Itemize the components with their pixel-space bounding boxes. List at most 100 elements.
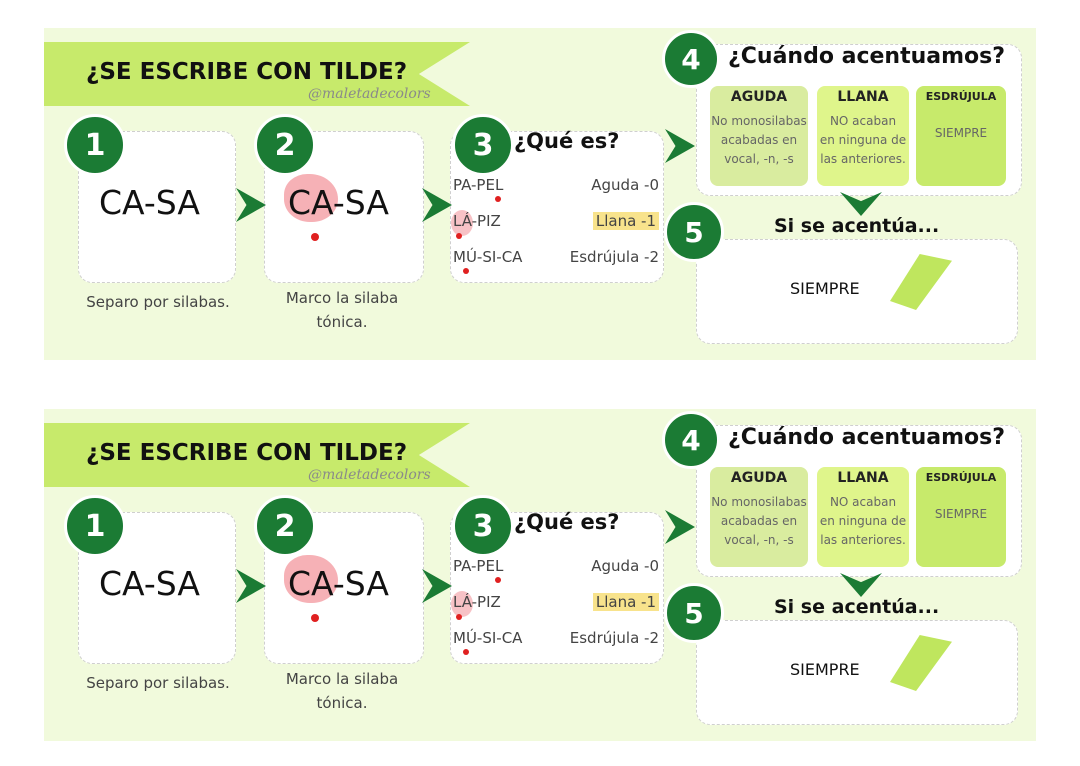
rule-line: en ninguna de <box>819 514 907 528</box>
rule-line: acabadas en <box>720 514 798 528</box>
rule-line: No monosilabas <box>711 495 807 509</box>
step-number-badge: 2 <box>254 114 316 176</box>
rule-line: en ninguna de <box>819 133 907 147</box>
step-number-badge: 5 <box>664 583 724 643</box>
infographic-panel: ¿SE ESCRIBE CON TILDE? @maletadecolors C… <box>44 409 1036 741</box>
step-5-card <box>696 239 1018 344</box>
step-number-badge: 3 <box>452 114 514 176</box>
step-2-caption-line2: tónica. <box>316 313 368 331</box>
stressed-syllable-word: CA-SA <box>288 564 389 603</box>
step-1-caption-line: Separo por silabas. <box>86 674 230 692</box>
stress-dot <box>463 649 469 655</box>
step-number-badge: 4 <box>662 30 720 88</box>
step-1-caption: Separo por silabas. <box>68 290 248 314</box>
highlight-blob <box>284 555 338 603</box>
stressed-syllable-word: CA-SA <box>288 183 389 222</box>
stress-dot <box>495 577 501 583</box>
example-word: LÁ-PIZ <box>453 593 501 611</box>
rule-column-aguda: AGUDA No monosilabas acabadas en vocal, -n… <box>710 467 808 567</box>
rule-header: LLANA <box>837 89 889 105</box>
rule-text: No monosilabas acabadas en vocal, -n, -s <box>710 112 808 169</box>
highlight-blob-small <box>451 210 473 236</box>
rule-line: NO acaban <box>829 495 897 509</box>
step-number-badge: 5 <box>664 202 724 262</box>
syllable-word: CA-SA <box>99 183 200 222</box>
rule-column-esdrujula: ESDRÚJULA SIEMPRE <box>916 86 1006 186</box>
rule-line: las anteriores. <box>820 533 906 547</box>
title-banner <box>44 423 470 487</box>
infographic-panel: ¿SE ESCRIBE CON TILDE? @maletadecolors C… <box>44 28 1036 360</box>
rule-line: vocal, -n, -s <box>724 152 794 166</box>
rule-text: NO acaban en ninguna de las anteriores. <box>817 493 909 550</box>
step-4-question: ¿Cuándo acentuamos? <box>728 425 1005 450</box>
title-banner <box>44 42 470 106</box>
rule-text: SIEMPRE <box>916 505 1006 524</box>
right-arrow-icon <box>665 510 695 544</box>
rule-line: No monosilabas <box>711 114 807 128</box>
right-arrow-icon <box>422 569 452 603</box>
example-word: PA-PEL <box>453 557 504 575</box>
step-5-question: Si se acentúa... <box>774 215 940 237</box>
stress-dot <box>456 614 462 620</box>
step-number-badge: 1 <box>64 114 126 176</box>
step-number-badge: 2 <box>254 495 316 557</box>
word-type: Esdrújula -2 <box>569 248 659 266</box>
step-5-answer: SIEMPRE <box>790 279 860 298</box>
step-2-caption: Marco la silaba tónica. <box>258 667 426 715</box>
step-3-question: ¿Qué es? <box>514 129 620 153</box>
step-number-badge: 1 <box>64 495 126 557</box>
highlight-blob-small <box>451 591 473 617</box>
example-word: MÚ-SI-CA <box>453 629 523 647</box>
word-type-highlighted: Llana -1 <box>592 593 659 611</box>
right-arrow-icon <box>422 188 452 222</box>
rule-line: acabadas en <box>720 133 798 147</box>
rule-line: SIEMPRE <box>934 126 988 140</box>
step-2-caption-line1: Marco la silaba <box>285 670 399 688</box>
rule-column-esdrujula: ESDRÚJULA SIEMPRE <box>916 467 1006 567</box>
rule-column-llana: LLANA NO acaban en ninguna de las anterior… <box>817 467 909 567</box>
rule-text: SIEMPRE <box>916 124 1006 143</box>
author-credit: @maletadecolors <box>308 467 431 483</box>
stress-dot <box>463 268 469 274</box>
rule-header: AGUDA <box>730 470 788 486</box>
word-type: Aguda -0 <box>591 557 659 575</box>
step-5-card <box>696 620 1018 725</box>
stress-dot <box>495 196 501 202</box>
step-4-question: ¿Cuándo acentuamos? <box>728 44 1005 69</box>
step-number-badge: 3 <box>452 495 514 557</box>
right-arrow-icon <box>236 188 266 222</box>
syllable-word: CA-SA <box>99 564 200 603</box>
example-word: MÚ-SI-CA <box>453 248 523 266</box>
infographic-title: ¿SE ESCRIBE CON TILDE? <box>86 59 408 85</box>
rule-line: las anteriores. <box>820 152 906 166</box>
stress-dot <box>311 614 319 622</box>
step-5-answer: SIEMPRE <box>790 660 860 679</box>
step-1-caption: Separo por silabas. <box>68 671 248 695</box>
highlight-blob <box>284 174 338 222</box>
step-number-badge: 4 <box>662 411 720 469</box>
rule-header: ESDRÚJULA <box>925 471 997 484</box>
rule-line: vocal, -n, -s <box>724 533 794 547</box>
right-arrow-icon <box>665 129 695 163</box>
stress-dot <box>456 233 462 239</box>
rule-text: No monosilabas acabadas en vocal, -n, -s <box>710 493 808 550</box>
rule-line: SIEMPRE <box>934 507 988 521</box>
example-word: PA-PEL <box>453 176 504 194</box>
rule-header: LLANA <box>837 470 889 486</box>
stress-dot <box>311 233 319 241</box>
step-5-question: Si se acentúa... <box>774 596 940 618</box>
word-type: Aguda -0 <box>591 176 659 194</box>
infographic-title: ¿SE ESCRIBE CON TILDE? <box>86 440 408 466</box>
right-arrow-icon <box>236 569 266 603</box>
step-1-caption-line: Separo por silabas. <box>86 293 230 311</box>
rule-header: ESDRÚJULA <box>925 90 997 103</box>
rule-column-aguda: AGUDA No monosilabas acabadas en vocal, -n… <box>710 86 808 186</box>
step-2-caption-line2: tónica. <box>316 694 368 712</box>
author-credit: @maletadecolors <box>308 86 431 102</box>
rule-header: AGUDA <box>730 89 788 105</box>
step-3-question: ¿Qué es? <box>514 510 620 534</box>
word-type-highlighted: Llana -1 <box>592 212 659 230</box>
